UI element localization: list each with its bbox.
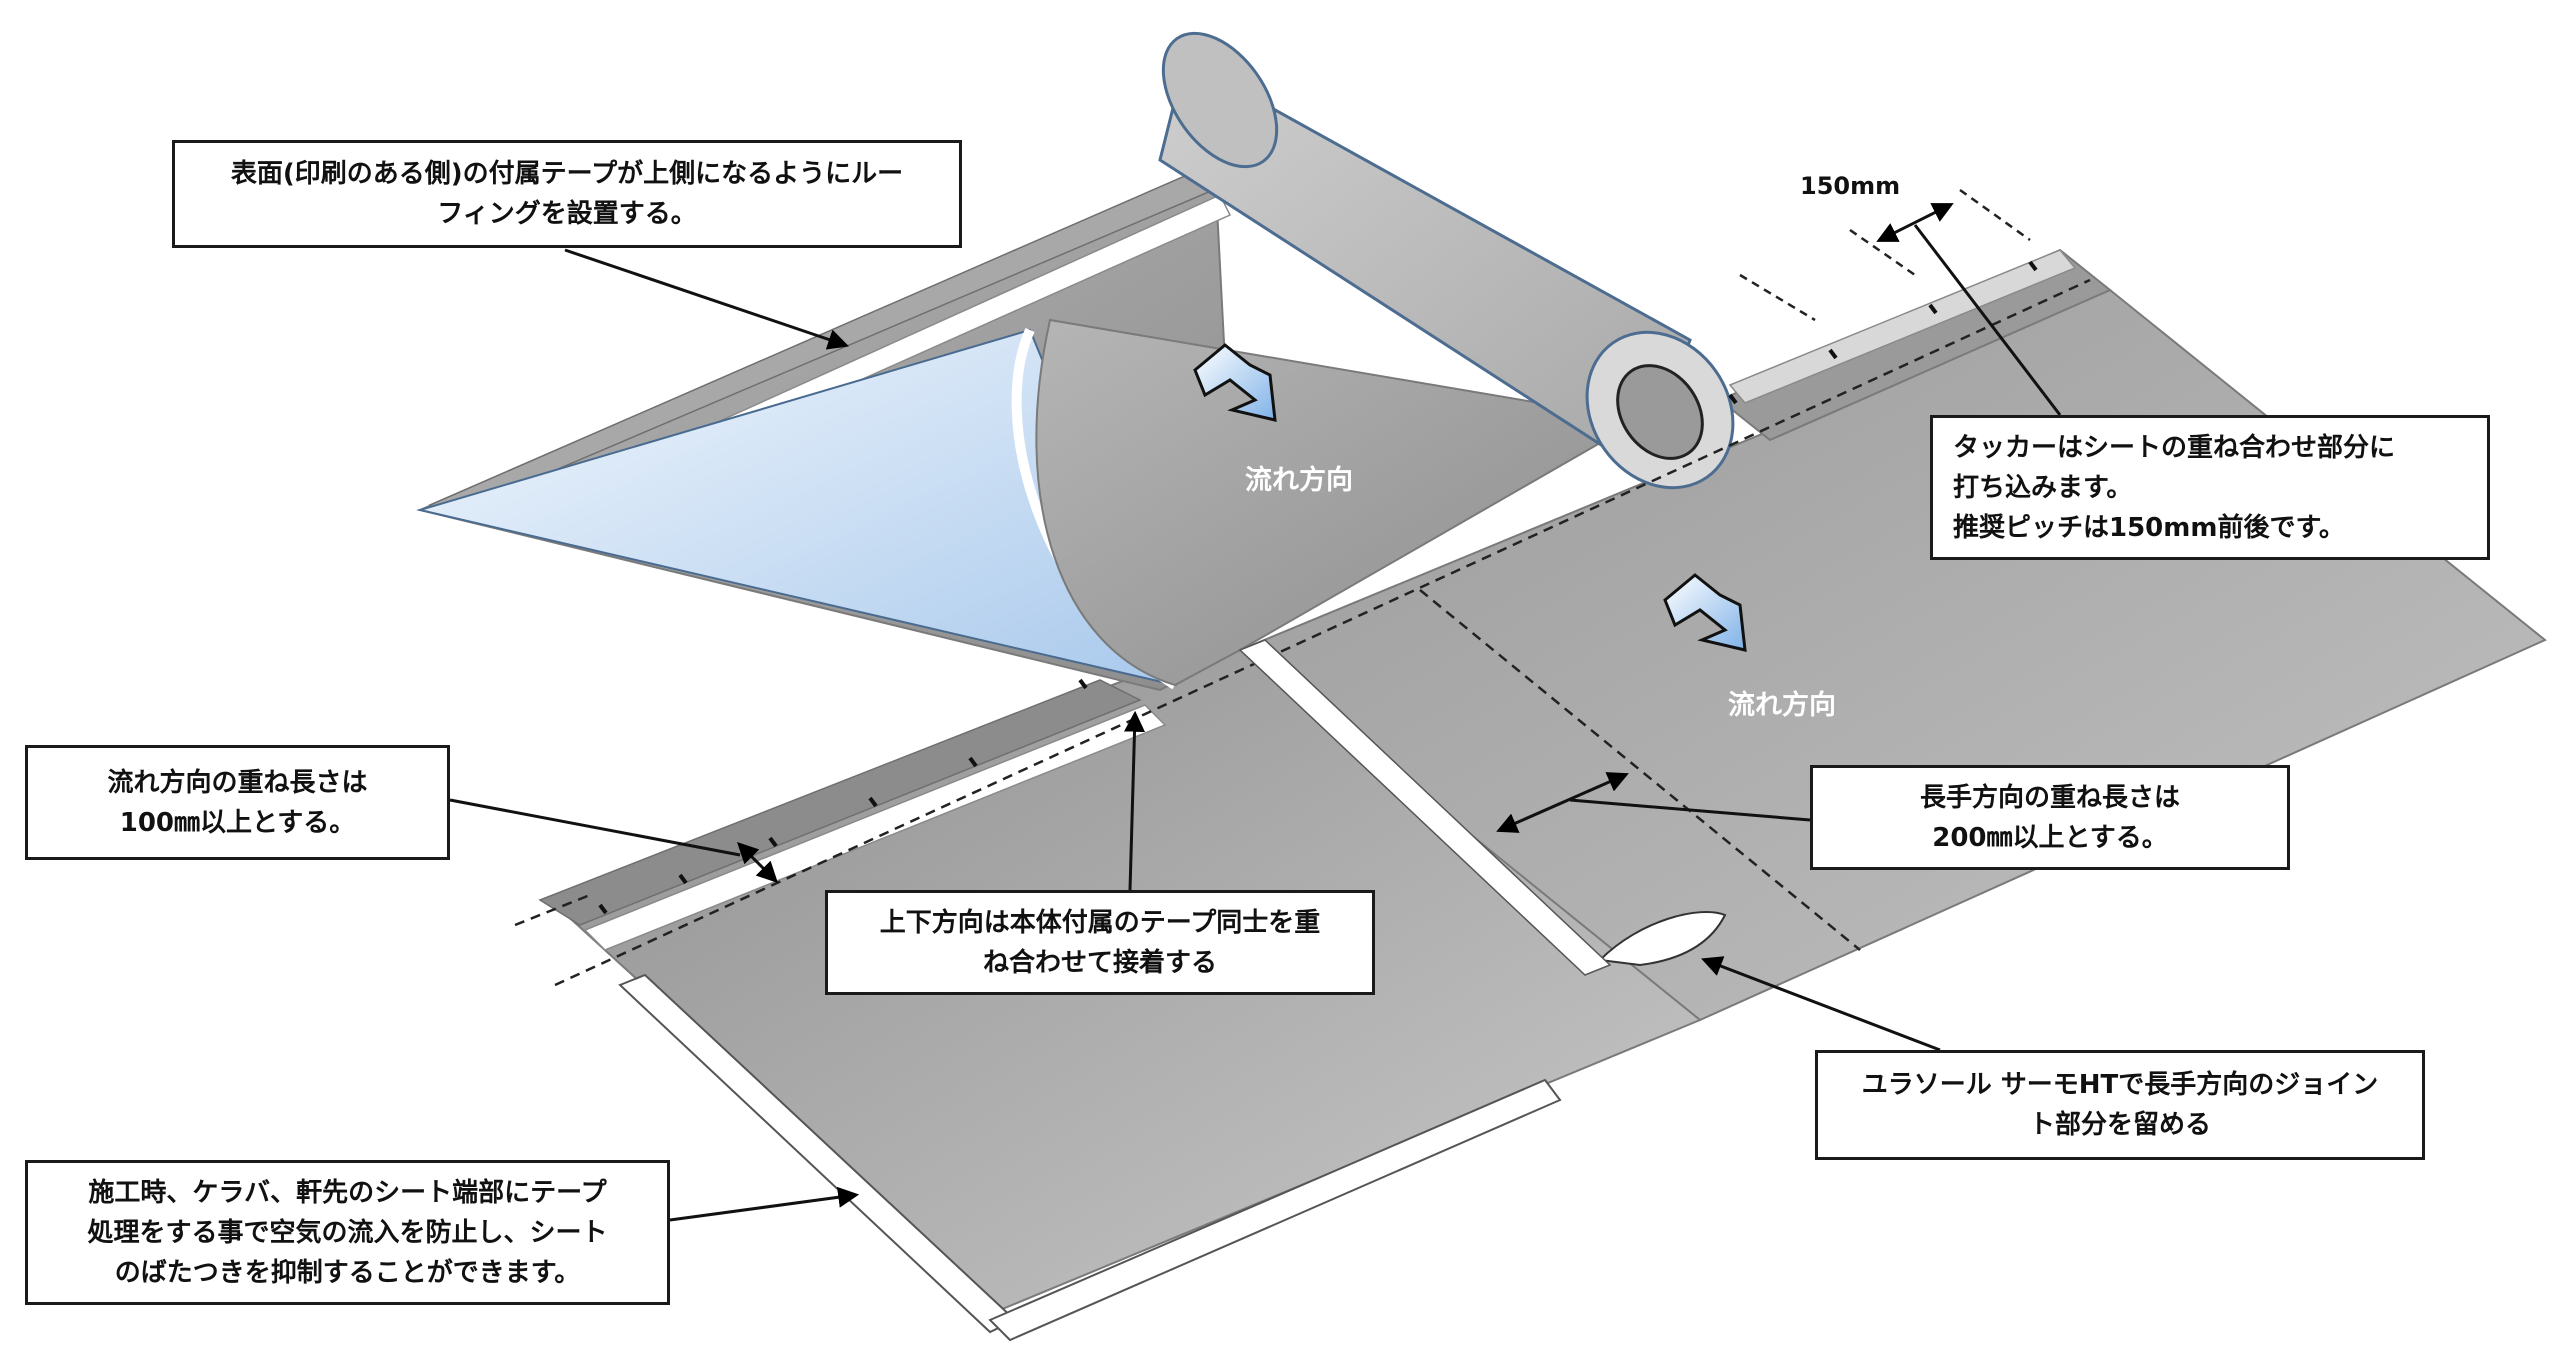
- tape-strip-right: [1728, 249, 2077, 404]
- callout-edge-line-2: 処理をする事で空気の流入を防止し、シート: [87, 1217, 608, 1248]
- callout-vertical-tape-line-2: ね合わせて接着する: [982, 947, 1217, 978]
- pitch-dashed-a: [1739, 273, 1816, 322]
- callout-edge-line-3: のばたつきを抑制することができます。: [114, 1257, 581, 1288]
- pitch-dashed-b: [1849, 228, 1916, 277]
- flow-arrow-icon-1: [1193, 343, 1277, 422]
- leader-vertical-tape: [1124, 710, 1146, 891]
- roll-core: [1616, 364, 1704, 460]
- callout-flow-overlap: 流れ方向の重ね長さは 100㎜以上とする。: [25, 745, 450, 860]
- callout-placement-line-1: 表面(印刷のある側)の付属テープが上側になるようにルー: [230, 159, 904, 189]
- callout-tacker: タッカーはシートの重ね合わせ部分に 打ち込みます。 推奨ピッチは150mm前後で…: [1930, 415, 2490, 560]
- joint-tape-curl: [1597, 911, 1727, 967]
- flow-direction-label-1: 流れ方向: [1245, 465, 1353, 496]
- callout-tacker-line-2: 打ち込みます。: [1953, 472, 2133, 503]
- tape-strip-lower: [538, 679, 1142, 926]
- leader-joint: [1701, 956, 1941, 1052]
- callout-joint: ユラソール サーモHTで長手方向のジョイン ト部分を留める: [1815, 1050, 2425, 1160]
- edge-tape-bottom: [988, 1078, 1562, 1342]
- tape-strip-lower-white: [583, 704, 1167, 951]
- callout-flow-overlap-line-2: 100㎜以上とする。: [119, 807, 356, 838]
- callout-placement: 表面(印刷のある側)の付属テープが上側になるようにルー フィングを設置する。: [172, 140, 962, 248]
- pitch-dimension-label: 150mm: [1800, 172, 1901, 200]
- joint-tape-strip: [1238, 639, 1612, 976]
- callout-edge: 施工時、ケラバ、軒先のシート端部にテープ 処理をする事で空気の流入を防止し、シー…: [25, 1160, 670, 1305]
- flow-arrow-icon-2: [1663, 573, 1747, 652]
- dim-150mm-arrow: [1876, 203, 1954, 242]
- callout-edge-line-1: 施工時、ケラバ、軒先のシート端部にテープ: [88, 1177, 607, 1208]
- dim-flow-overlap-arrow: [737, 842, 778, 883]
- leader-edge: [669, 1186, 860, 1222]
- callout-tacker-line-1: タッカーはシートの重ね合わせ部分に: [1953, 432, 2396, 463]
- callout-joint-line-2: ト部分を留める: [2028, 1110, 2211, 1140]
- unrolled-sheet: [1035, 318, 1643, 687]
- callout-tacker-line-3: 推奨ピッチは150mm前後です。: [1953, 512, 2345, 543]
- callout-long-overlap-line-2: 200㎜以上とする。: [1932, 822, 2168, 853]
- overlap-dashed-long: [554, 278, 2091, 987]
- callout-vertical-tape: 上下方向は本体付属のテープ同士を重 ね合わせて接着する: [825, 890, 1375, 995]
- callout-vertical-tape-line-1: 上下方向は本体付属のテープ同士を重: [879, 907, 1321, 938]
- flow-direction-label-2: 流れ方向: [1728, 690, 1836, 721]
- dim-long-overlap-arrow: [1496, 772, 1629, 833]
- overlap-dashed-joint: [1419, 589, 1861, 951]
- callout-long-overlap-line-1: 長手方向の重ね長さは: [1919, 782, 2180, 813]
- leader-tacker: [1913, 224, 2062, 416]
- leader-placement: [564, 248, 849, 350]
- callout-placement-line-2: フィングを設置する。: [437, 199, 697, 229]
- callout-joint-line-1: ユラソール サーモHTで長手方向のジョイン: [1861, 1070, 2379, 1100]
- callout-flow-overlap-line-1: 流れ方向の重ね長さは: [107, 767, 368, 798]
- roll-end-left: [1161, 31, 1279, 169]
- overlap-dashed-lower: [514, 893, 591, 927]
- leader-flow-overlap: [449, 798, 741, 857]
- pitch-dashed-c: [1959, 188, 2031, 242]
- callout-long-overlap: 長手方向の重ね長さは 200㎜以上とする。: [1810, 765, 2290, 870]
